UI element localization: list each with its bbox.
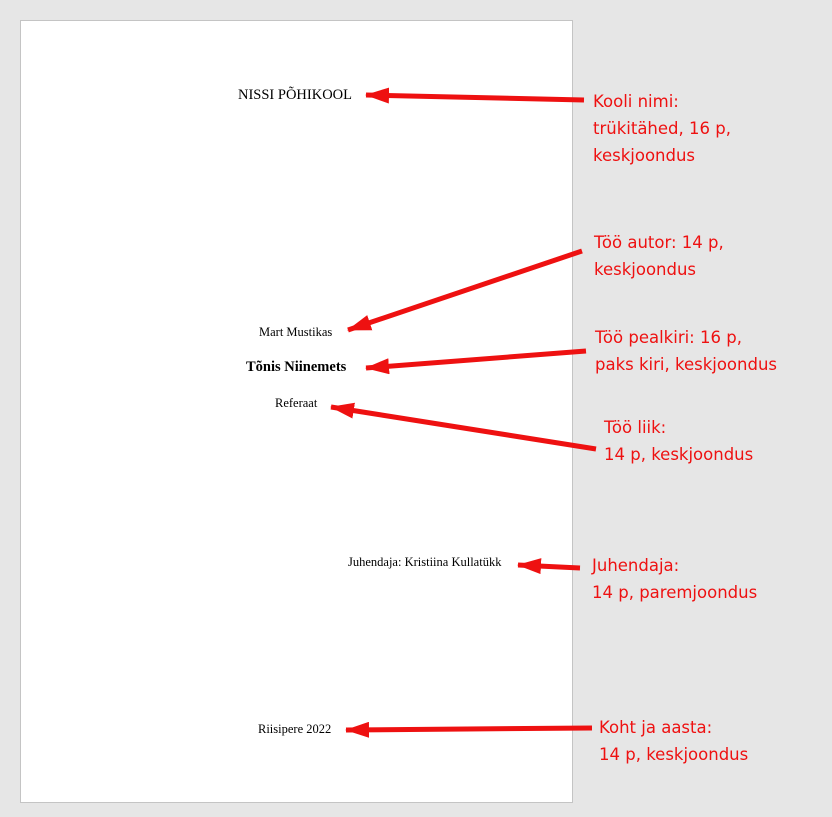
arrow-type	[330, 402, 597, 452]
arrow-title	[365, 348, 587, 375]
annotation-author-line-1: Töö autor: 14 p,	[594, 233, 724, 252]
annotation-school-line-3: keskjoondus	[593, 146, 696, 165]
arrow-place	[345, 721, 593, 738]
work-title: Tõnis Niinemets	[246, 359, 347, 375]
arrow-supervisor	[517, 558, 581, 575]
annotation-place: Koht ja aasta: 14 p, keskjoondus	[599, 714, 748, 768]
annotation-supervisor: Juhendaja: 14 p, paremjoondus	[592, 552, 757, 606]
annotation-type-line-2: 14 p, keskjoondus	[604, 445, 754, 464]
annotation-title-line-1: Töö pealkiri: 16 p,	[595, 328, 742, 347]
annotation-type: Töö liik: 14 p, keskjoondus	[604, 414, 753, 468]
annotation-title-line-2: paks kiri, keskjoondus	[595, 355, 778, 374]
annotation-school-line-1: Kooli nimi:	[593, 92, 679, 111]
annotation-place-line-2: 14 p, keskjoondus	[599, 745, 749, 764]
annotation-supervisor-line-1: Juhendaja:	[592, 556, 680, 575]
annotation-school: Kooli nimi: trükitähed, 16 p, keskjoondu…	[593, 88, 731, 169]
author-name: Mart Mustikas	[259, 325, 333, 339]
place-year: Riisipere 2022	[258, 722, 332, 736]
annotation-type-line-1: Töö liik:	[604, 418, 667, 437]
annotation-supervisor-line-2: 14 p, paremjoondus	[592, 583, 758, 602]
arrow-school	[365, 87, 585, 104]
annotation-place-line-1: Koht ja aasta:	[599, 718, 713, 737]
annotation-author-line-2: keskjoondus	[594, 260, 697, 279]
supervisor-name: Juhendaja: Kristiina Kullatükk	[348, 555, 502, 569]
school-name: NISSI PÕHIKOOL	[238, 87, 352, 103]
arrow-author	[347, 248, 583, 333]
work-type: Referaat	[275, 396, 318, 410]
annotation-title: Töö pealkiri: 16 p, paks kiri, keskjoond…	[595, 324, 777, 378]
annotation-school-line-2: trükitähed, 16 p,	[593, 119, 731, 138]
document-page	[20, 20, 573, 803]
annotation-author: Töö autor: 14 p, keskjoondus	[594, 229, 724, 283]
